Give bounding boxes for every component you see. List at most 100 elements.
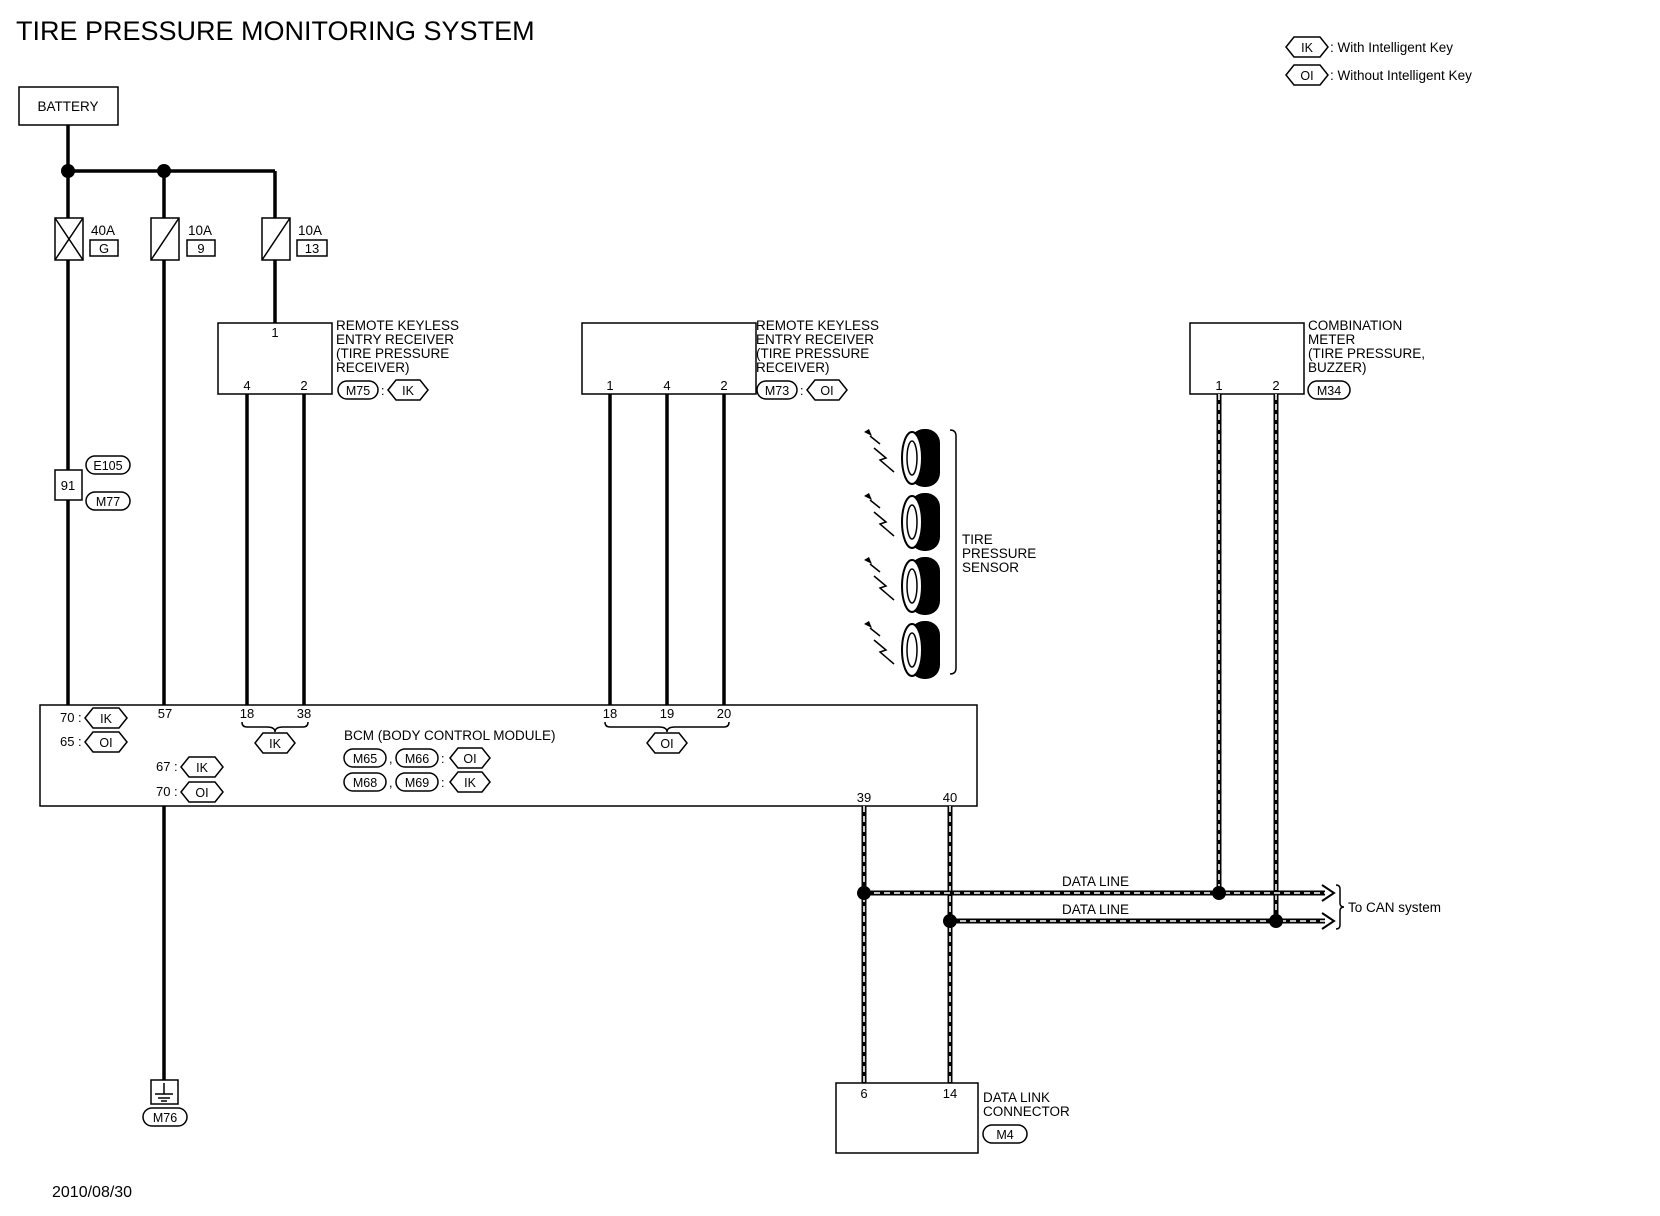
legend-ik-text: : With Intelligent Key — [1330, 40, 1453, 55]
connector-code: M69 — [405, 776, 429, 790]
fuse-number: 13 — [305, 241, 319, 256]
component-name: DATA LINK — [983, 1090, 1050, 1105]
pin-label: 14 — [943, 1086, 957, 1101]
svg-text:,: , — [389, 752, 392, 766]
splice-dot — [157, 164, 171, 178]
pin-label: 57 — [158, 706, 172, 721]
variant-tag — [646, 732, 688, 754]
pin-label: 67 — [156, 759, 170, 774]
variant-code: IK — [100, 712, 112, 726]
connector-code: M76 — [153, 1111, 177, 1125]
tire-pressure-sensors: TIRE PRESSURE SENSOR — [864, 429, 1036, 679]
variant-tag: OI — [820, 384, 833, 398]
pin-label: 4 — [663, 378, 670, 393]
rke-receiver-ik: 1 4 2 REMOTE KEYLESS ENTRY RECEIVER (TIR… — [217, 318, 459, 401]
connector-code: M68 — [353, 776, 377, 790]
component-name: ENTRY RECEIVER — [336, 332, 454, 347]
legend: IK : With Intelligent Key OI : Without I… — [1285, 36, 1472, 86]
component-name: SENSOR — [962, 560, 1019, 575]
splice-dot — [857, 886, 871, 900]
tire-icon — [864, 493, 940, 551]
component-name: ENTRY RECEIVER — [756, 332, 874, 347]
component-name: (TIRE PRESSURE — [336, 346, 449, 361]
splice-dot — [943, 914, 957, 928]
variant-tag — [180, 756, 224, 778]
pin-label: 65 — [60, 734, 74, 749]
fuse-rating: 10A — [188, 223, 212, 238]
battery: BATTERY — [18, 86, 119, 126]
connector-code: M77 — [96, 495, 120, 509]
pin-label: 40 — [943, 790, 957, 805]
tire-icon — [864, 557, 940, 615]
svg-text::: : — [441, 776, 444, 790]
fuse-rating: 40A — [91, 223, 115, 238]
component-name: COMBINATION — [1308, 318, 1402, 333]
component-name: TIRE — [962, 532, 993, 547]
pin-label: 38 — [297, 706, 311, 721]
pin-label: 1 — [1215, 378, 1222, 393]
pin-label: 39 — [857, 790, 871, 805]
connector-code: M34 — [1317, 384, 1341, 398]
variant-tag — [84, 707, 128, 729]
svg-text:,: , — [389, 776, 392, 790]
legend-oi-text: : Without Intelligent Key — [1330, 68, 1472, 83]
joint-pin: 91 — [61, 478, 75, 493]
variant-code: IK — [269, 737, 281, 751]
fuse-number: 9 — [197, 241, 204, 256]
variant-tag: IK — [402, 384, 414, 398]
separator-colon: : — [381, 384, 384, 398]
can-bracket — [1335, 884, 1345, 930]
svg-text::: : — [174, 759, 178, 774]
variant-code: OI — [463, 752, 476, 766]
variant-tag — [180, 781, 224, 803]
legend-oi-code: OI — [1300, 69, 1313, 83]
component-name: (TIRE PRESSURE — [756, 346, 869, 361]
to-can-label: To CAN system — [1348, 900, 1441, 915]
connector-code: M73 — [765, 384, 789, 398]
data-line-label: DATA LINE — [1062, 874, 1129, 889]
fuse-number: G — [99, 241, 109, 256]
variant-code: OI — [660, 737, 673, 751]
splice-dot — [1269, 914, 1283, 928]
component-name: REMOTE KEYLESS — [336, 318, 459, 333]
legend-ik-code: IK — [1301, 41, 1313, 55]
pin-label: 1 — [606, 378, 613, 393]
pin-label: 20 — [717, 706, 731, 721]
variant-tag — [84, 731, 128, 753]
pin-label: 6 — [860, 1086, 867, 1101]
bcm-module: 70 : IK 65 : OI 57 67 : IK 70 : OI 18 38… — [39, 704, 978, 807]
pin-label: 2 — [300, 378, 307, 393]
svg-text::: : — [441, 752, 444, 766]
pin-group-brace — [241, 721, 309, 733]
connector-code: M75 — [346, 384, 370, 398]
splice-dot — [1212, 886, 1226, 900]
variant-code: OI — [99, 736, 112, 750]
component-name: REMOTE KEYLESS — [756, 318, 879, 333]
ground-symbol: M76 — [142, 1079, 188, 1127]
ik-legend-tag — [1285, 36, 1329, 58]
pin-label: 2 — [1272, 378, 1279, 393]
connector-code: M65 — [353, 752, 377, 766]
battery-label: BATTERY — [37, 99, 98, 114]
variant-code: OI — [195, 786, 208, 800]
fuse-rating: 10A — [298, 223, 322, 238]
component-name: (TIRE PRESSURE, — [1308, 346, 1425, 361]
pin-label: 70 — [156, 784, 170, 799]
pin-label: 1 — [271, 325, 278, 340]
can-data-lines: DATA LINE DATA LINE To CAN system — [857, 394, 1441, 1083]
battery-bus — [61, 125, 277, 218]
component-name: PRESSURE — [962, 546, 1036, 561]
pin-label: 19 — [660, 706, 674, 721]
variant-tag — [254, 732, 296, 754]
tire-icon — [864, 621, 940, 679]
pin-group-brace — [604, 721, 730, 733]
connector-code: E105 — [93, 459, 122, 473]
data-link-connector: 6 14 DATA LINK CONNECTOR M4 — [835, 1082, 1070, 1154]
diagram-date: 2010/08/30 — [52, 1184, 132, 1201]
connector-code: M4 — [996, 1128, 1013, 1142]
sensor-group-bracket — [949, 429, 957, 675]
combination-meter: 1 2 COMBINATION METER (TIRE PRESSURE, BU… — [1189, 318, 1425, 400]
variant-code: IK — [464, 776, 476, 790]
svg-text::: : — [78, 710, 82, 725]
